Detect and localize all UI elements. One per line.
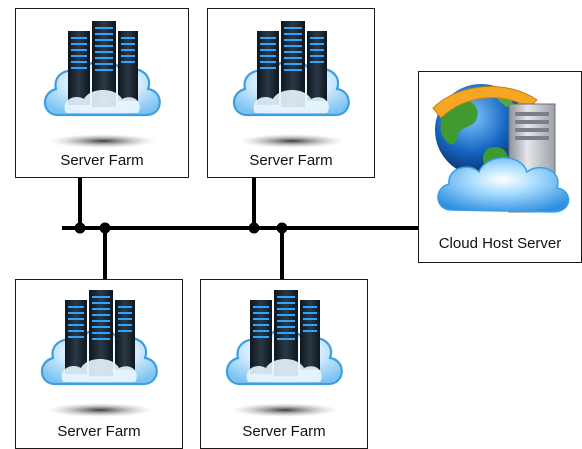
server-farm-top-left[interactable]: Server Farm bbox=[15, 8, 189, 178]
server-cloud-icon bbox=[220, 286, 350, 423]
server-farm-label: Server Farm bbox=[249, 152, 333, 169]
junction-dot bbox=[276, 222, 288, 234]
server-farm-bottom-mid[interactable]: Server Farm bbox=[200, 279, 368, 449]
junction-dot bbox=[248, 222, 260, 234]
server-farm-bottom-left[interactable]: Server Farm bbox=[15, 279, 183, 449]
server-farm-label: Server Farm bbox=[57, 423, 141, 440]
junction-dot bbox=[74, 222, 86, 234]
server-farm-label: Server Farm bbox=[60, 152, 144, 169]
server-farm-top-mid[interactable]: Server Farm bbox=[207, 8, 375, 178]
cloud-host-server[interactable]: Cloud Host Server bbox=[418, 71, 582, 263]
globe-server-cloud-icon bbox=[429, 78, 575, 235]
server-cloud-icon bbox=[227, 17, 357, 154]
server-cloud-icon bbox=[38, 17, 168, 154]
cloud-host-server-label: Cloud Host Server bbox=[438, 235, 562, 252]
server-cloud-icon bbox=[35, 286, 165, 423]
junction-dot bbox=[99, 222, 111, 234]
server-farm-label: Server Farm bbox=[242, 423, 326, 440]
